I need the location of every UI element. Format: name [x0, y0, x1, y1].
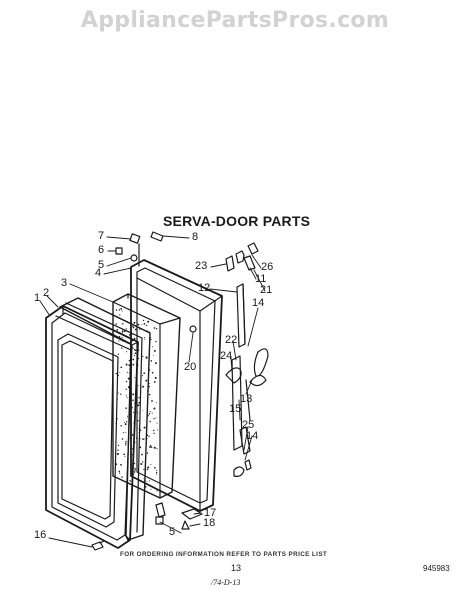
insulation-board [112, 293, 181, 499]
callout-25: 25 [242, 419, 255, 431]
callout-1: 1 [34, 292, 41, 304]
page-number: 13 [231, 563, 242, 573]
callout-26: 26 [261, 261, 274, 273]
callout-20: 20 [184, 361, 197, 373]
callout-7: 7 [98, 230, 105, 242]
callout-5-bottom: 5 [169, 526, 176, 538]
door-handle-assembly [225, 348, 269, 477]
callout-8: 8 [192, 231, 199, 243]
callout-leaders [39, 235, 266, 548]
callout-16: 16 [34, 529, 47, 541]
callout-14-top: 14 [252, 297, 265, 309]
callout-15: 15 [229, 403, 242, 415]
door-frame-gasket [130, 259, 223, 512]
ordering-note: FOR ORDERING INFORMATION REFER TO PARTS … [120, 551, 328, 558]
callout-22: 22 [225, 334, 238, 346]
callout-14-bottom: 14 [246, 430, 259, 442]
outer-door-panel [45, 305, 139, 549]
callout-23: 23 [195, 260, 208, 272]
handwritten-annotation: /74-D-13 [211, 578, 241, 587]
diagram-title: SERVA-DOOR PARTS [163, 213, 311, 229]
callout-17: 17 [204, 507, 217, 519]
screw-20 [189, 325, 197, 333]
callout-4: 4 [95, 267, 102, 279]
callout-24: 24 [220, 350, 233, 362]
callout-12: 12 [198, 282, 211, 294]
callout-5-top: 5 [98, 259, 105, 271]
hinge-bracket-assembly [225, 242, 259, 348]
callout-6: 6 [98, 244, 105, 256]
callout-11: 11 [255, 273, 267, 285]
document-code: 945983 [423, 564, 450, 573]
callout-3: 3 [61, 277, 68, 289]
bottom-hinge-parts [91, 502, 203, 551]
callout-13: 13 [240, 393, 253, 405]
watermark: AppliancePartsPros.com [80, 8, 390, 33]
callout-2: 2 [43, 287, 50, 299]
callout-18: 18 [203, 517, 216, 529]
callout-21: 21 [260, 284, 273, 296]
